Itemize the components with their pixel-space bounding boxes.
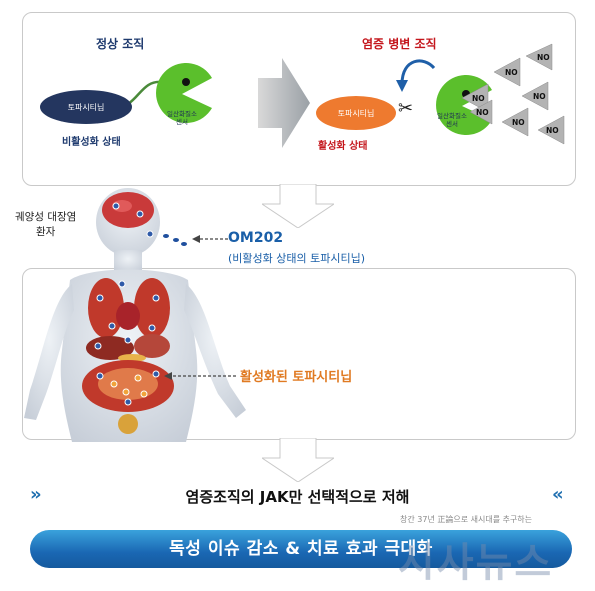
- normal-sensor-pacman-icon: [156, 63, 212, 123]
- no-label: NO: [546, 126, 559, 135]
- no-label: NO: [472, 94, 485, 103]
- down-arrow-icon: [262, 438, 334, 482]
- activated-tofacitinib-label: 활성화된 토파시티닙: [240, 370, 353, 385]
- down-arrow-icon: [262, 184, 334, 228]
- transition-arrow-icon: [258, 58, 310, 148]
- inflamed-tissue-title: 염증 병변 조직: [362, 37, 437, 51]
- inflamed-tofacitinib-oval: 토파시티닙: [316, 96, 396, 130]
- result-banner: 독성 이슈 감소 & 치료 효과 극대화: [30, 530, 572, 568]
- normal-tofacitinib-oval: 토파시티닙: [40, 90, 132, 124]
- release-curve-arrow-icon: [396, 59, 436, 92]
- watermark-slogan: 창간 37년 正論으로 새시대를 추구하는: [400, 515, 533, 524]
- inflamed-sensor-label: 일산화질소 센서: [437, 112, 467, 128]
- normal-state-label: 비활성화 상태: [62, 137, 121, 148]
- chevron-left-icon: «: [552, 484, 564, 505]
- no-label: NO: [537, 53, 550, 62]
- normal-sensor-label: 일산화질소 센서: [167, 110, 197, 126]
- no-label: NO: [505, 68, 518, 77]
- no-label: NO: [512, 118, 525, 127]
- human-body-illustration: [24, 188, 246, 442]
- normal-linker: [127, 80, 163, 106]
- nitric-oxide-triangles: [461, 43, 565, 145]
- result-banner-text: 독성 이슈 감소 & 치료 효과 극대화: [169, 539, 433, 559]
- normal-tissue-title: 정상 조직: [96, 37, 145, 51]
- om202-title: OM202: [228, 230, 284, 246]
- no-label: NO: [533, 92, 546, 101]
- om202-pointer: [192, 235, 228, 243]
- chevron-right-icon: »: [30, 484, 42, 505]
- scissors-icon: ✂: [398, 98, 414, 119]
- no-label: NO: [476, 108, 489, 117]
- selective-inhibition-statement: 염증조직의 JAK만 선택적으로 저해: [185, 488, 410, 506]
- patient-label: 궤양성 대장염 환자: [15, 211, 77, 238]
- inflamed-state-label: 활성화 상태: [318, 141, 368, 152]
- activated-pointer: [164, 372, 236, 380]
- watermark-logo: 시사뉴스: [398, 540, 554, 586]
- om202-subtitle: (비활성화 상태의 토파시티닙): [228, 252, 366, 265]
